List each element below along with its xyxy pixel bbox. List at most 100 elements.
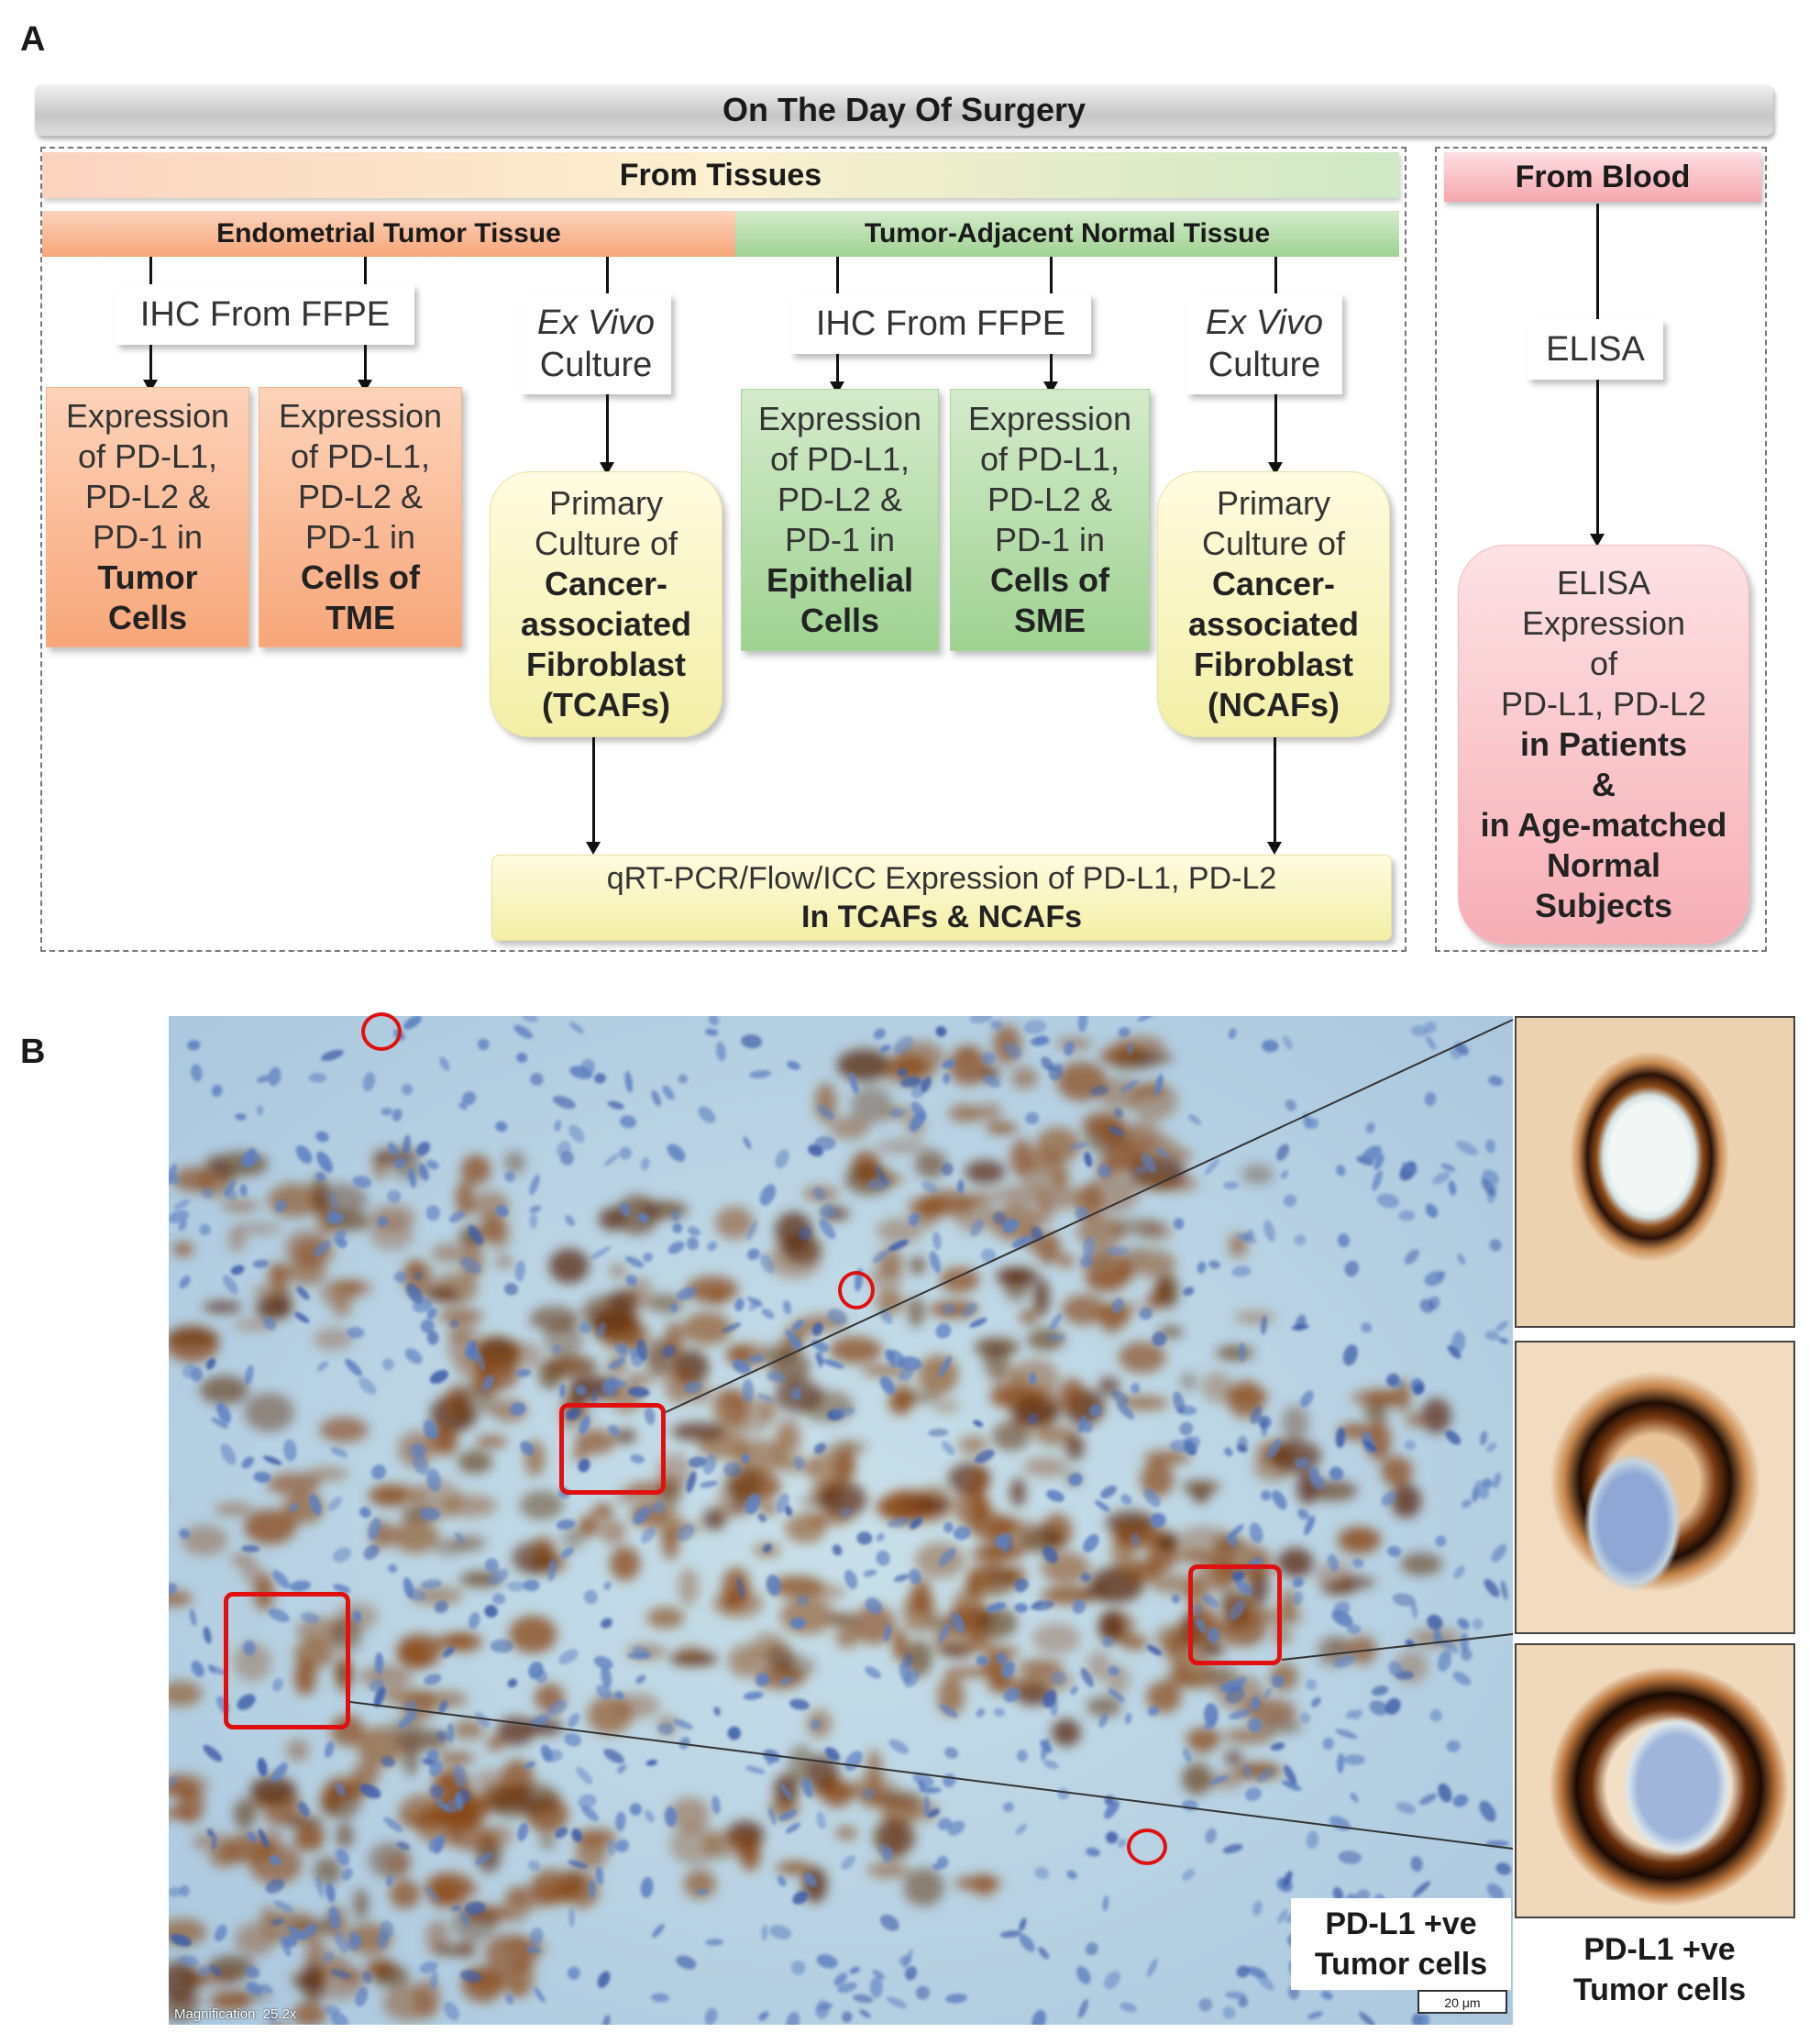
arrow xyxy=(1268,394,1283,475)
stain-blob xyxy=(480,1215,503,1242)
cell-nucleus xyxy=(258,1829,269,1848)
zoom-inset-3 xyxy=(1515,1643,1795,1918)
cell-nucleus xyxy=(358,1376,377,1395)
cell-nucleus xyxy=(507,1678,518,1688)
cell-nucleus xyxy=(1263,1687,1272,1699)
cell-nucleus xyxy=(578,1458,590,1473)
cell-nucleus xyxy=(1108,1688,1125,1702)
cell-nucleus xyxy=(1014,1602,1028,1613)
stain-blob xyxy=(975,1607,1018,1639)
cell-nucleus xyxy=(468,1225,483,1245)
cell-nucleus xyxy=(756,1673,770,1687)
cell-nucleus xyxy=(223,1275,238,1295)
stain-blob xyxy=(599,1207,625,1231)
stain-blob xyxy=(1339,1527,1382,1552)
stain-blob xyxy=(253,1284,290,1299)
cell-nucleus xyxy=(1238,1996,1249,2008)
stain-blob xyxy=(259,1905,279,1933)
cell-nucleus xyxy=(257,1105,264,1116)
cell-nucleus xyxy=(594,1073,606,1084)
cell-nucleus xyxy=(551,1344,563,1354)
cell-nucleus xyxy=(899,1661,912,1685)
cell-nucleus xyxy=(1411,1601,1418,1619)
stain-blob xyxy=(293,1639,335,1669)
cell-nucleus xyxy=(426,1308,437,1320)
stain-blob xyxy=(292,2002,327,2025)
cell-nucleus xyxy=(565,1215,575,1226)
cell-nucleus xyxy=(203,1626,212,1644)
stain-blob xyxy=(292,1974,321,1990)
cell-nucleus xyxy=(423,1420,438,1440)
cell-nucleus xyxy=(790,1961,806,1975)
cell-nucleus xyxy=(429,1369,449,1385)
cell-nucleus xyxy=(910,1517,922,1530)
stain-blob xyxy=(486,1736,505,1751)
cell-nucleus xyxy=(566,1408,580,1420)
cell-nucleus xyxy=(246,1982,263,1995)
cell-nucleus xyxy=(179,1276,191,1289)
stain-blob xyxy=(903,1867,944,1906)
cell-nucleus xyxy=(1072,1599,1087,1614)
cell-nucleus xyxy=(1484,1578,1500,1597)
stain-blob xyxy=(712,1589,764,1619)
stain-blob xyxy=(182,1524,228,1556)
cell-nucleus xyxy=(882,1848,894,1863)
cell-nucleus xyxy=(975,1449,995,1464)
stain-blob xyxy=(442,1494,498,1518)
stain-blob xyxy=(444,1631,482,1652)
cell-nucleus xyxy=(529,1174,540,1196)
cell-nucleus xyxy=(368,1517,381,1541)
stain-blob xyxy=(491,1785,535,1818)
cell-nucleus xyxy=(1493,1472,1502,1489)
stain-blob xyxy=(910,1256,926,1276)
cell-nucleus xyxy=(796,1594,810,1607)
elisa-step: ELISA xyxy=(1528,319,1663,380)
cell-nucleus xyxy=(583,1589,598,1605)
cell-nucleus xyxy=(335,1931,348,1954)
cell-nucleus xyxy=(520,1441,535,1456)
stain-blob xyxy=(954,1875,1002,1891)
cell-nucleus xyxy=(272,1678,283,1692)
stain-blob xyxy=(336,1822,354,1849)
cell-nucleus xyxy=(839,1507,853,1518)
arrow xyxy=(1267,737,1282,855)
cell-nucleus xyxy=(1031,1600,1054,1611)
cell-nucleus xyxy=(793,1456,805,1470)
cell-nucleus xyxy=(938,1547,956,1567)
stain-blob xyxy=(249,1776,297,1805)
cell-nucleus xyxy=(607,1840,617,1856)
stain-blob xyxy=(676,1644,707,1662)
stain-blob xyxy=(372,1964,410,1988)
stain-blob xyxy=(209,1990,252,2011)
cell-nucleus xyxy=(330,1447,348,1458)
cell-nucleus xyxy=(1392,1593,1416,1607)
cell-nucleus xyxy=(191,1367,204,1382)
cell-nucleus xyxy=(447,1722,455,1743)
stain-blob xyxy=(315,1183,368,1218)
stain-blob xyxy=(1381,1455,1413,1486)
cell-nucleus xyxy=(1482,1477,1494,1489)
cell-nucleus xyxy=(362,1971,372,1983)
stain-blob xyxy=(708,1289,726,1305)
stain-blob xyxy=(918,1354,959,1395)
cell-nucleus xyxy=(695,1888,709,1895)
cell-nucleus xyxy=(1003,1687,1020,1703)
cell-nucleus xyxy=(887,1517,910,1528)
cell-nucleus xyxy=(630,1453,645,1464)
tumor-tissue-banner: Endometrial Tumor Tissue xyxy=(42,211,735,257)
cell-nucleus xyxy=(567,1966,580,1980)
cell-nucleus xyxy=(650,1993,670,2003)
cell-nucleus xyxy=(412,1298,433,1313)
cell-nucleus xyxy=(191,1661,204,1677)
cell-nucleus xyxy=(274,1199,287,1213)
cell-nucleus xyxy=(169,1163,178,1186)
cell-nucleus xyxy=(529,1213,538,1229)
stain-blob xyxy=(204,1155,227,1176)
stain-blob xyxy=(776,1416,801,1449)
cell-nucleus xyxy=(766,1574,781,1597)
cell-nucleus xyxy=(169,1886,182,1897)
expression-tumor-cells: Expression of PD-L1, PD-L2 & PD-1 in Tum… xyxy=(46,387,249,647)
cell-nucleus xyxy=(336,1848,350,1866)
stain-blob xyxy=(1105,1509,1155,1535)
cell-nucleus xyxy=(1332,1886,1344,1902)
